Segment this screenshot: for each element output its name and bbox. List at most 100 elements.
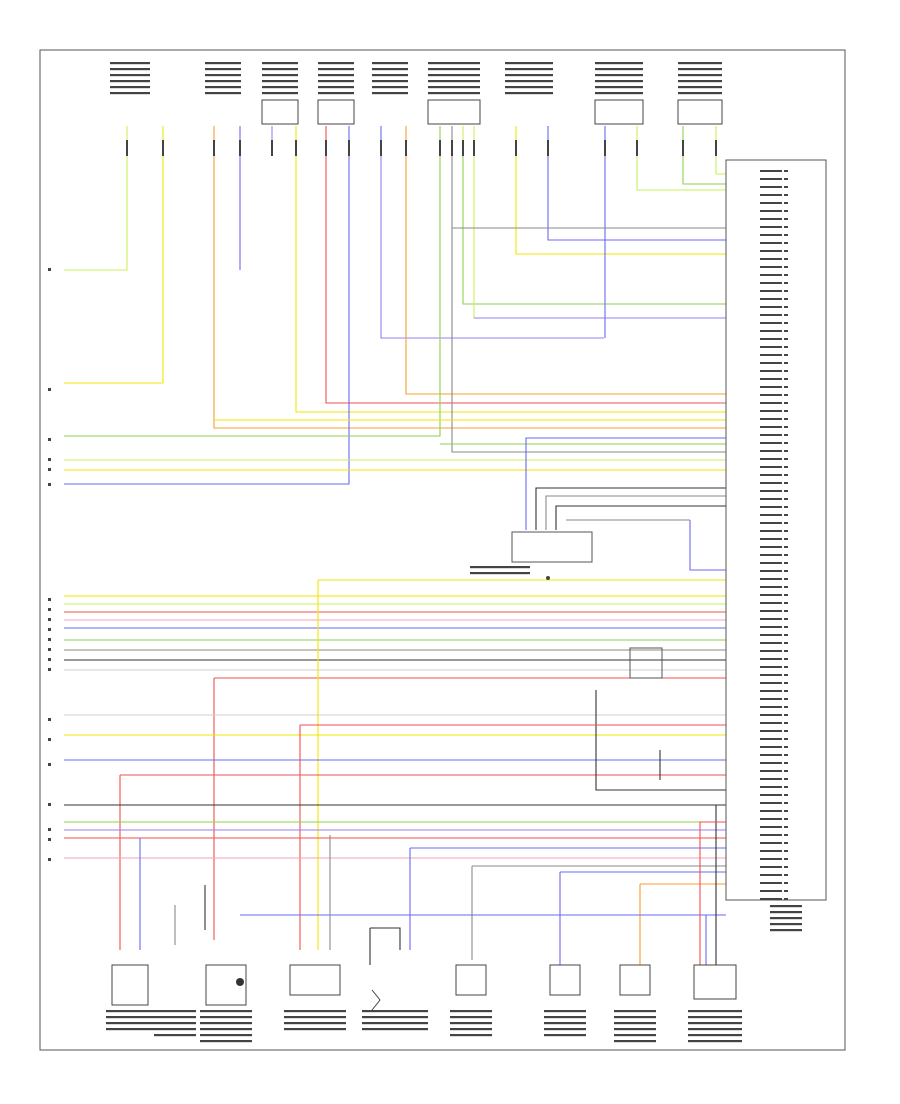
label-text-block <box>262 86 298 89</box>
ecm-pin-number <box>784 778 788 780</box>
ecm-pin-number <box>784 274 788 276</box>
ecm-pin-label <box>760 506 782 508</box>
ecm-pin-label <box>760 874 782 876</box>
ecm-pin-number <box>784 378 788 380</box>
ecm-pin-number <box>784 858 788 860</box>
ecm-pin-label <box>760 442 782 444</box>
label-text-block <box>770 923 802 926</box>
ecm-pin-number <box>784 466 788 468</box>
label-text-block <box>200 1016 252 1019</box>
ecm-pin-number <box>784 386 788 388</box>
label-text-block <box>372 86 408 89</box>
connector-box <box>261 99 299 125</box>
row-number <box>48 803 51 806</box>
label-text-block <box>450 1016 492 1019</box>
label-text-block <box>372 92 408 95</box>
ecm-pin-label <box>760 274 782 276</box>
ecm-pin-number <box>784 242 788 244</box>
ecm-pin-number <box>784 178 788 180</box>
ecm-pin-label <box>760 834 782 836</box>
ecm-pin-number <box>784 482 788 484</box>
label-text-block <box>505 80 553 83</box>
ecm-pin-number <box>784 202 788 204</box>
wire-run <box>325 150 726 404</box>
ecm-pin-label <box>760 850 782 852</box>
ecm-pin-number <box>784 522 788 524</box>
wire-label-mark <box>473 140 475 156</box>
ecm-pin-label <box>760 706 782 708</box>
wire-run <box>547 150 726 241</box>
wire-label-mark <box>715 140 717 156</box>
label-text-block <box>770 917 802 920</box>
component-layer <box>48 62 827 1043</box>
ecm-pin-number <box>784 258 788 260</box>
ecm-pin-number <box>784 634 788 636</box>
label-text-block <box>110 62 150 65</box>
label-text-block <box>154 1022 196 1025</box>
wire-run <box>473 150 726 319</box>
ecm-pin-number <box>784 458 788 460</box>
wire-run <box>595 690 726 791</box>
ecm-pin-number <box>784 898 788 900</box>
label-text-block <box>372 80 408 83</box>
label-text-block <box>595 68 643 71</box>
label-text-block <box>428 92 480 95</box>
ecm-pin-number <box>784 234 788 236</box>
label-text-block <box>678 62 722 65</box>
ecm-pin-number <box>784 538 788 540</box>
label-text-block <box>262 80 298 83</box>
component-box <box>111 964 149 1006</box>
ecm-pin-number <box>784 650 788 652</box>
wire-run <box>213 150 726 429</box>
label-text-block <box>200 1034 252 1037</box>
label-text-block <box>544 1028 586 1031</box>
wire-label-mark <box>348 140 350 156</box>
ecm-pin-label <box>760 586 782 588</box>
ecm-pin-number <box>784 594 788 596</box>
label-text-block <box>678 74 722 77</box>
ecm-pin-label <box>760 346 782 348</box>
label-text-block <box>106 1016 154 1019</box>
ecm-pin-label <box>760 618 782 620</box>
label-text-block <box>505 62 553 65</box>
row-number <box>48 458 51 461</box>
label-text-block <box>110 92 150 95</box>
wire-run <box>515 150 726 255</box>
label-text-block <box>362 1016 428 1019</box>
ecm-pin-number <box>784 218 788 220</box>
label-text-block <box>110 86 150 89</box>
wire-label-mark <box>547 140 549 156</box>
ecm-pin-label <box>760 186 782 188</box>
ecm-pin-number <box>784 322 788 324</box>
ecm-pin-label <box>760 370 782 372</box>
wire-run <box>689 520 726 571</box>
ecm-pin-label <box>760 714 782 716</box>
ecm-pin-number <box>784 210 788 212</box>
ecm-pin-label <box>760 626 782 628</box>
row-number <box>48 648 51 651</box>
ecm-pin-number <box>784 530 788 532</box>
wire-run <box>699 821 726 965</box>
wire-label-mark <box>380 140 382 156</box>
ecm-pin-label <box>760 690 782 692</box>
label-text-block <box>110 74 150 77</box>
row-number <box>48 738 51 741</box>
ecm-pin-label <box>760 738 782 740</box>
row-number <box>48 838 51 841</box>
label-text-block <box>544 1034 586 1037</box>
ecm-pin-number <box>784 674 788 676</box>
ecm-pin-number <box>784 418 788 420</box>
ecm-pin-number <box>784 866 788 868</box>
wire-label-mark <box>295 140 297 156</box>
ecm-pin-label <box>760 650 782 652</box>
ecm-pin-number <box>784 370 788 372</box>
ecm-pin-number <box>784 490 788 492</box>
ecm-pin-number <box>784 626 788 628</box>
ecm-pin-label <box>760 562 782 564</box>
label-text-block <box>688 1040 742 1043</box>
ecm-pin-label <box>760 778 782 780</box>
ecm-pin-number <box>784 610 788 612</box>
ecm-pin-number <box>784 250 788 252</box>
ecm-pin-label <box>760 242 782 244</box>
